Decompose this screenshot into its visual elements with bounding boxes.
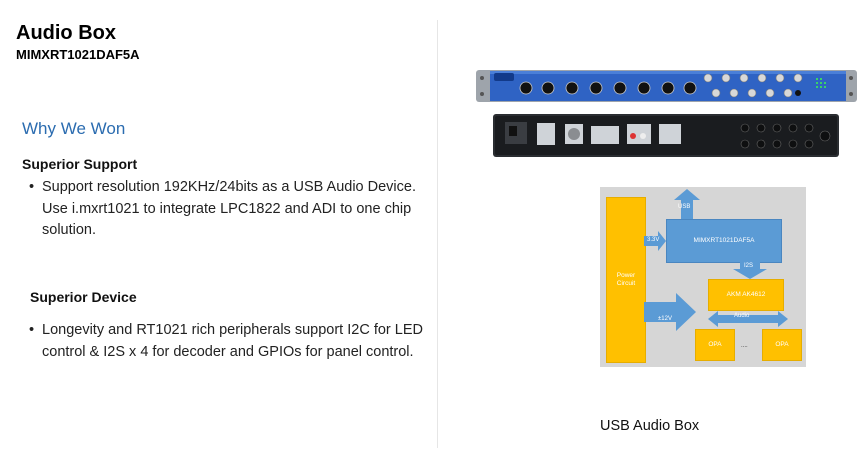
opa-ellipsis: ....: [741, 343, 748, 349]
device-back-photo: [493, 114, 839, 157]
part-number: MIMXRT1021DAF5A: [16, 47, 140, 62]
device-heading: Superior Device: [30, 289, 137, 305]
audio-label: Audio: [734, 313, 750, 319]
support-bullet-text: Support resolution 192KHz/24bits as a US…: [42, 179, 416, 238]
block-diagram: Power Circuit USB 3.3V MIMXRT1021DAF5A I…: [600, 187, 806, 367]
v33-label: 3.3V: [647, 237, 660, 243]
device-bullet-text: Longevity and RT1021 rich peripherals su…: [42, 322, 423, 360]
figure-caption: USB Audio Box: [600, 418, 700, 434]
opa-block-1: OPA: [695, 329, 735, 361]
support-heading: Superior Support: [22, 156, 138, 172]
section-heading: Why We Won: [22, 119, 126, 138]
akm-block: AKM AK4612: [708, 279, 784, 311]
usb-label: USB: [678, 204, 691, 210]
device-front-photo: [476, 70, 857, 102]
power-circuit-block: Power Circuit: [606, 197, 646, 363]
bullet-dot: •: [29, 322, 35, 338]
i2s-label: I2S: [744, 263, 754, 269]
column-divider: [437, 20, 438, 448]
slide-title: Audio Box: [16, 22, 116, 44]
usb-arrow-icon: [674, 189, 700, 219]
mcu-block: MIMXRT1021DAF5A: [666, 219, 782, 263]
i2s-arrow-icon: [733, 261, 767, 279]
v12-arrow-icon: [644, 293, 696, 331]
bullet-dot: •: [29, 179, 35, 195]
audio-arrow-icon: [708, 311, 788, 327]
v33-arrow-icon: [644, 231, 666, 251]
opa-block-2: OPA: [762, 329, 802, 361]
v12-label: ±12V: [658, 316, 672, 322]
